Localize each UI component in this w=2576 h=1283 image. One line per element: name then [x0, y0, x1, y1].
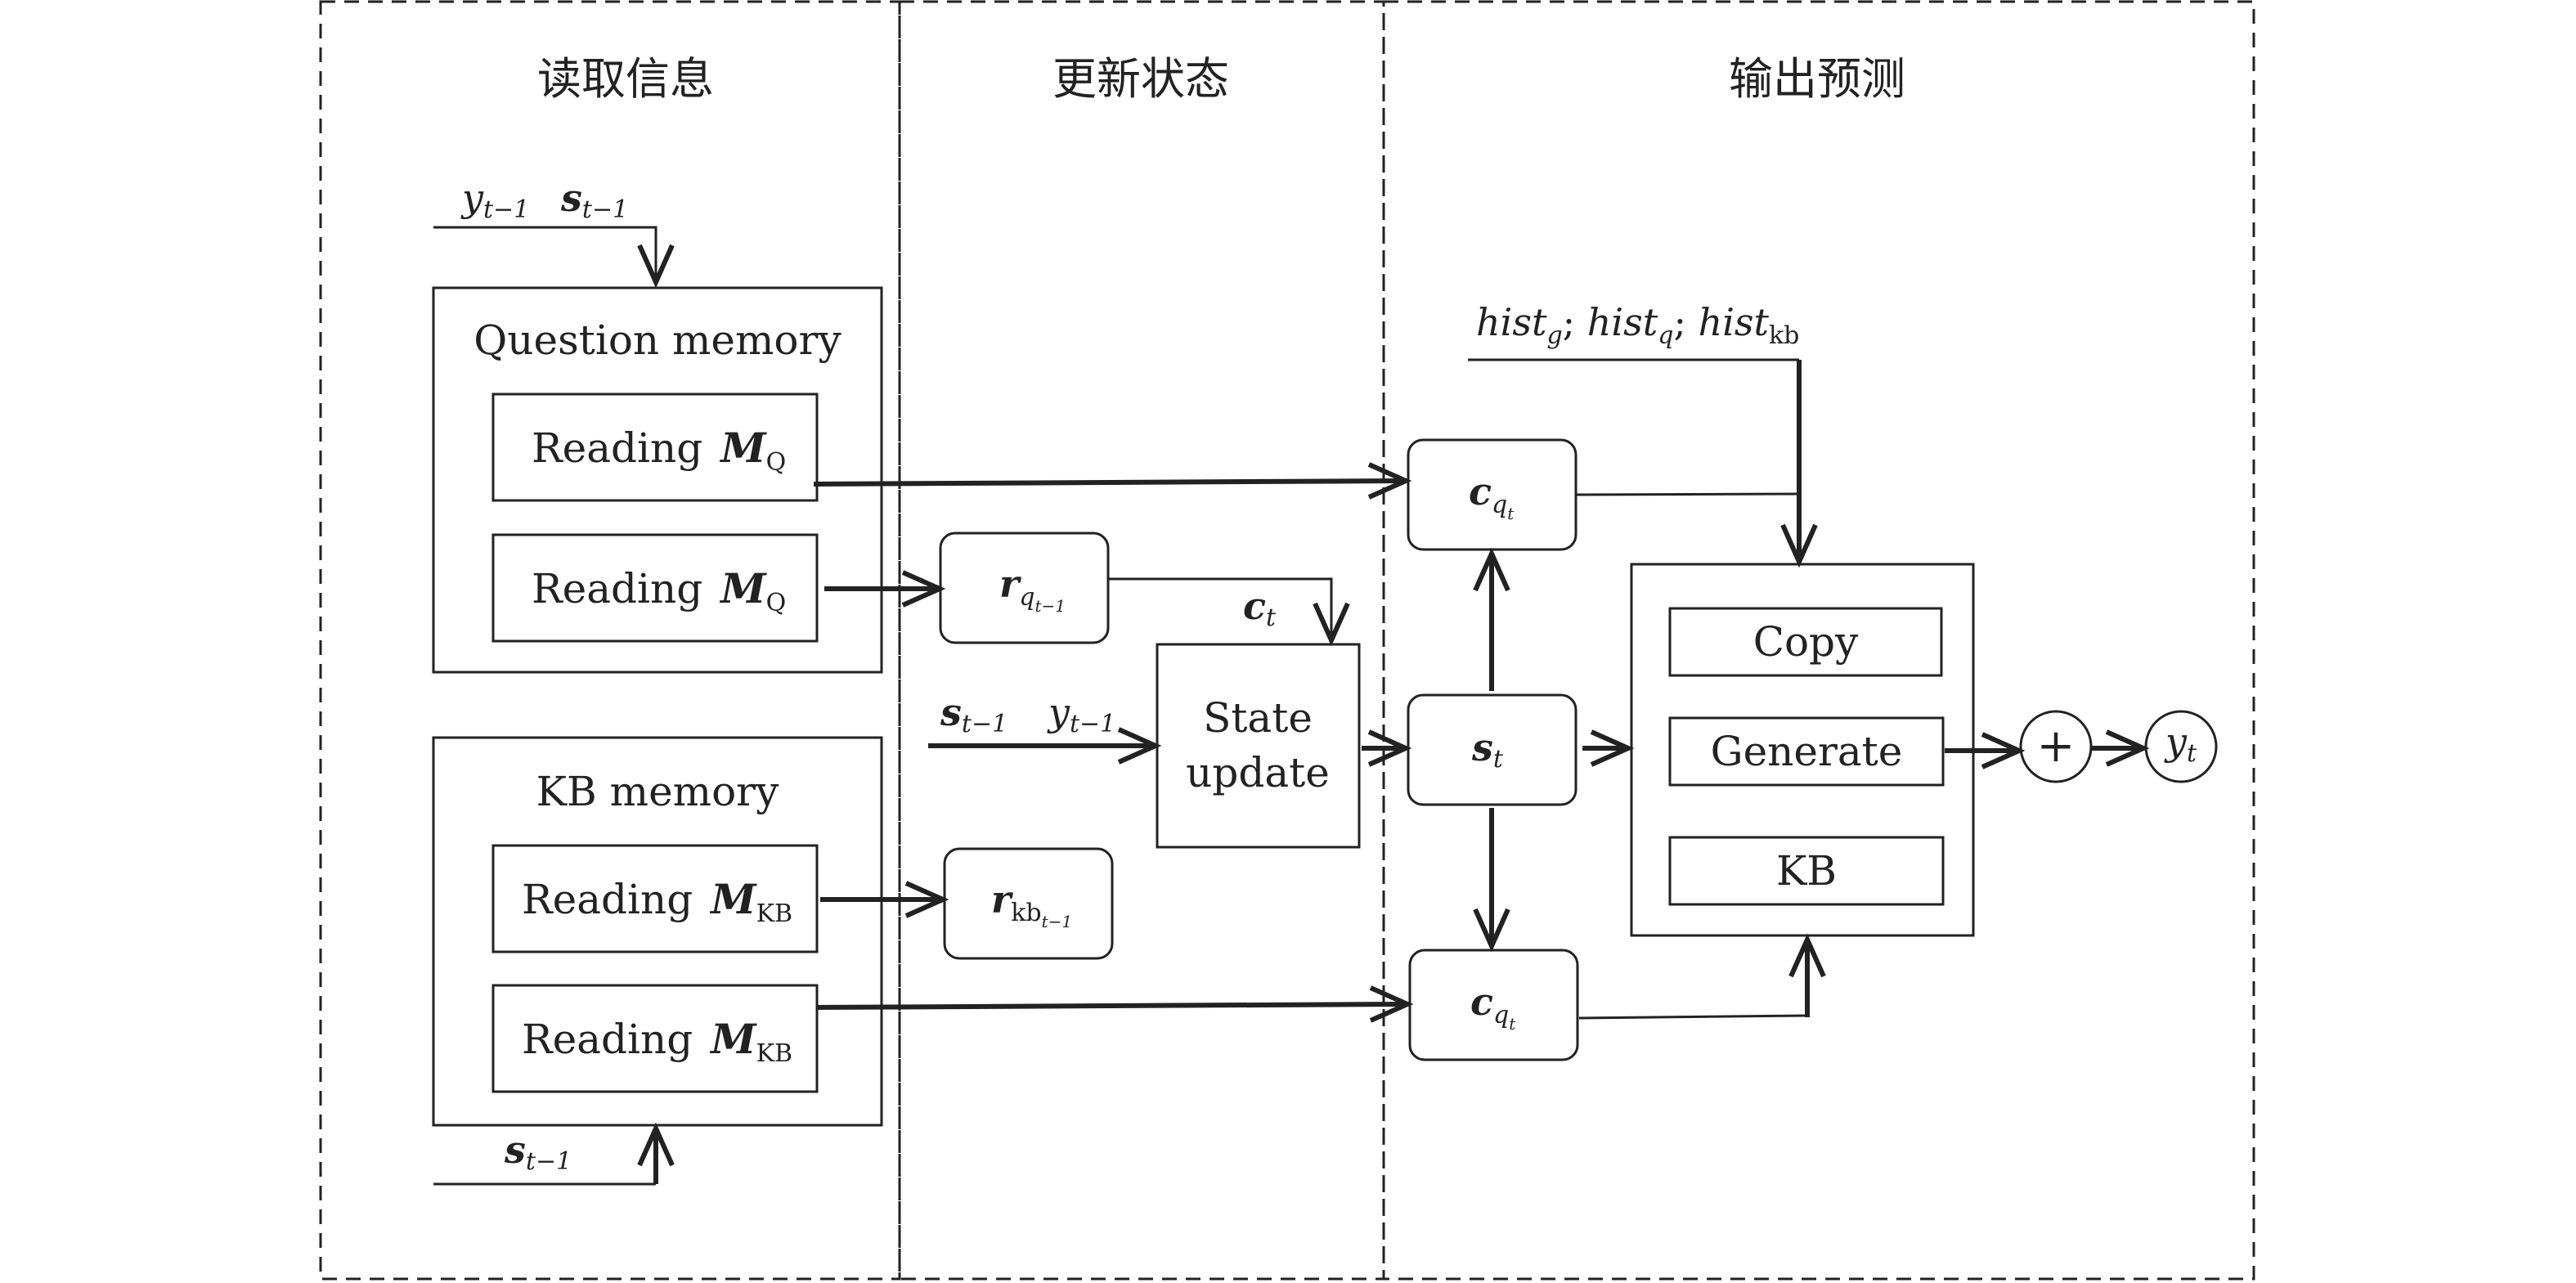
state-update-box — [1156, 643, 1361, 849]
state-input-s-prev: st−1 — [940, 690, 1008, 738]
arrow-mq1-to-cq — [813, 478, 1401, 487]
state-input-y-prev: yt−1 — [1047, 690, 1115, 738]
s-t-label: st — [1471, 725, 1504, 774]
line-cq-bottom-to-decoder — [1578, 1014, 1808, 1020]
arrowhead-cq-bottom-to-decoder — [1788, 933, 1826, 978]
r-kb-box — [943, 847, 1114, 960]
arrow-mkb2-to-cq — [816, 1002, 1402, 1010]
arrowhead-mq2-to-rq — [901, 570, 946, 608]
copy-label: Copy — [1753, 618, 1859, 666]
arrowhead-mq1-to-cq — [1367, 462, 1412, 500]
state-update-line2: update — [1186, 749, 1330, 796]
kb-box — [1668, 836, 1945, 906]
s-t-box — [1407, 693, 1577, 806]
kb-memory-title: KB memory — [536, 768, 779, 815]
kb-label: KB — [1776, 847, 1837, 895]
input-line-top — [433, 226, 657, 278]
output-section-title: 输出预测 — [1729, 53, 1905, 105]
history-label: histg; histq; histkb — [1476, 300, 1799, 350]
arrowhead-mkb1-to-rkb — [904, 881, 949, 918]
question-memory-title: Question memory — [473, 316, 841, 364]
arrowhead-mkb2-to-cq — [1369, 985, 1414, 1023]
arrowhead-plus-to-output — [2105, 729, 2150, 767]
r-kb-label: rkbt−1 — [991, 877, 1072, 931]
r-q-label: rqt−1 — [999, 562, 1066, 616]
line-cq-top-to-decoder — [1575, 492, 1800, 496]
arrow-rq-to-state — [1108, 577, 1333, 636]
c-q-top-label: cqt — [1469, 469, 1515, 523]
arrowhead-rq-to-state — [1313, 602, 1350, 647]
state-update-line1: State — [1203, 694, 1313, 742]
update-section-title: 更新状态 — [1052, 53, 1229, 105]
generate-box — [1668, 716, 1945, 787]
c-t-label: ct — [1243, 584, 1277, 632]
generate-label: Generate — [1711, 728, 1903, 775]
input-arrowhead-bottom — [637, 1122, 675, 1167]
plus-symbol: + — [2037, 720, 2076, 773]
input-arrowhead-top — [637, 244, 675, 289]
arrowhead-history-to-decoder — [1780, 523, 1818, 568]
arrowhead-st-to-cq-top — [1473, 547, 1510, 592]
c-q-bottom-label: cqt — [1470, 980, 1516, 1034]
arrowhead-decoder-to-plus — [1981, 732, 2026, 769]
arrowhead-input-to-state — [1117, 727, 1162, 765]
output-y-node — [2144, 710, 2218, 783]
input-s-prev-top: st−1 — [560, 176, 628, 224]
output-y-label: yt — [2164, 720, 2197, 768]
reading-mq-box-1 — [491, 393, 819, 502]
arrowhead-state-to-st — [1367, 729, 1412, 767]
reading-mkb-box-2 — [491, 984, 819, 1093]
arrowhead-st-to-decoder — [1590, 729, 1635, 767]
output-section-frame — [1382, 0, 2255, 1281]
copy-box — [1668, 607, 1943, 677]
input-y-prev-top: yt−1 — [460, 176, 529, 224]
arrowhead-st-to-cq-bottom — [1473, 908, 1510, 953]
reading-mq-box-2 — [491, 533, 819, 643]
read-section-title: 读取信息 — [537, 53, 714, 105]
input-s-prev-bottom: st−1 — [504, 1128, 572, 1176]
reading-mkb-box-1 — [491, 844, 819, 953]
